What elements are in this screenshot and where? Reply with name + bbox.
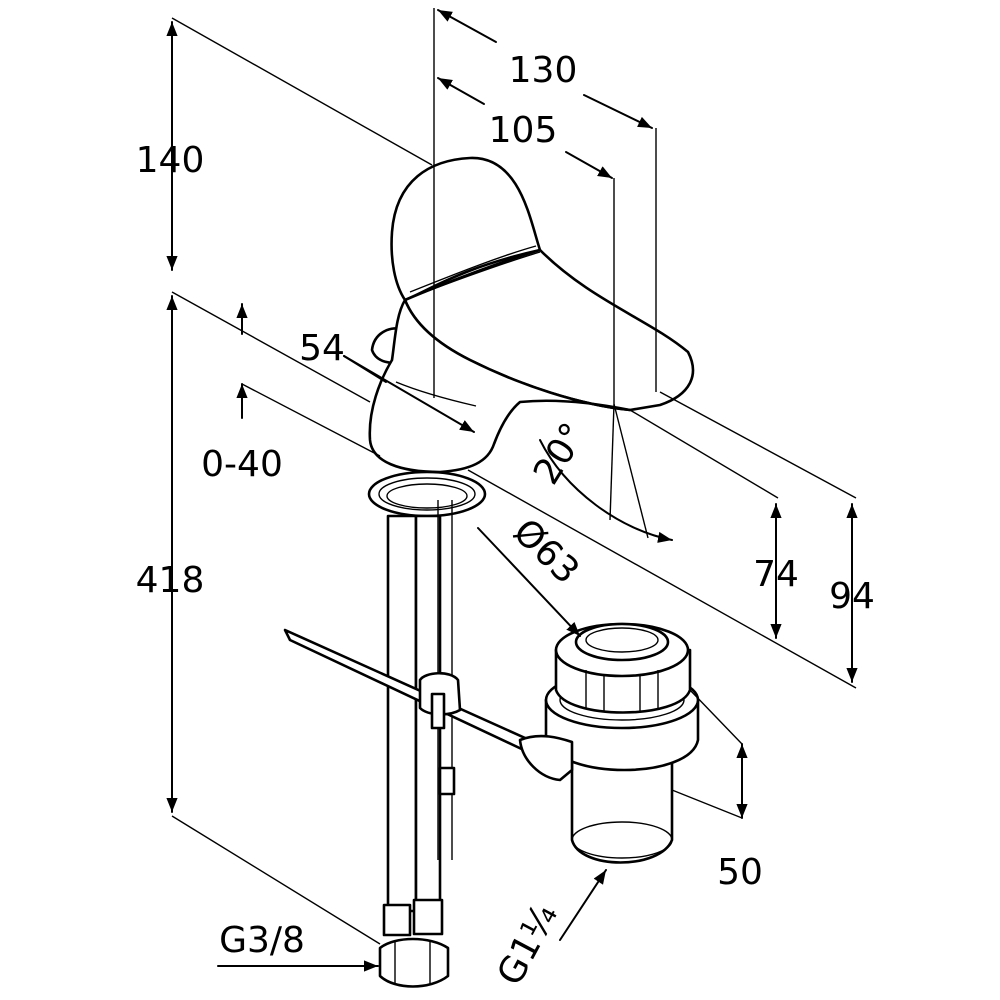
dim-label-140: 140: [136, 140, 205, 181]
dim-label-74: 74: [753, 554, 799, 595]
dim-label-diameter-63: Ø63: [505, 511, 587, 592]
dim-label-54: 54: [299, 328, 345, 369]
dim-label-105: 105: [489, 110, 558, 151]
thread-label-g38: G3/8: [219, 920, 305, 961]
drain-valve: [518, 622, 700, 864]
dim-label-418: 418: [136, 560, 205, 601]
hose-connector: [378, 937, 450, 988]
dim-label-20-degrees: 20°: [526, 416, 595, 492]
mounting-ring: [367, 470, 487, 518]
dim-label-0-40: 0-40: [201, 444, 283, 485]
dim-label-94: 94: [829, 576, 875, 617]
dimension-lines: [166, 8, 858, 972]
thread-label-g114: G1¼: [490, 897, 566, 992]
pop-up-rod: [283, 628, 536, 754]
dim-label-130: 130: [509, 50, 578, 91]
faucet-body: [368, 156, 695, 474]
dim-label-50: 50: [717, 852, 763, 893]
